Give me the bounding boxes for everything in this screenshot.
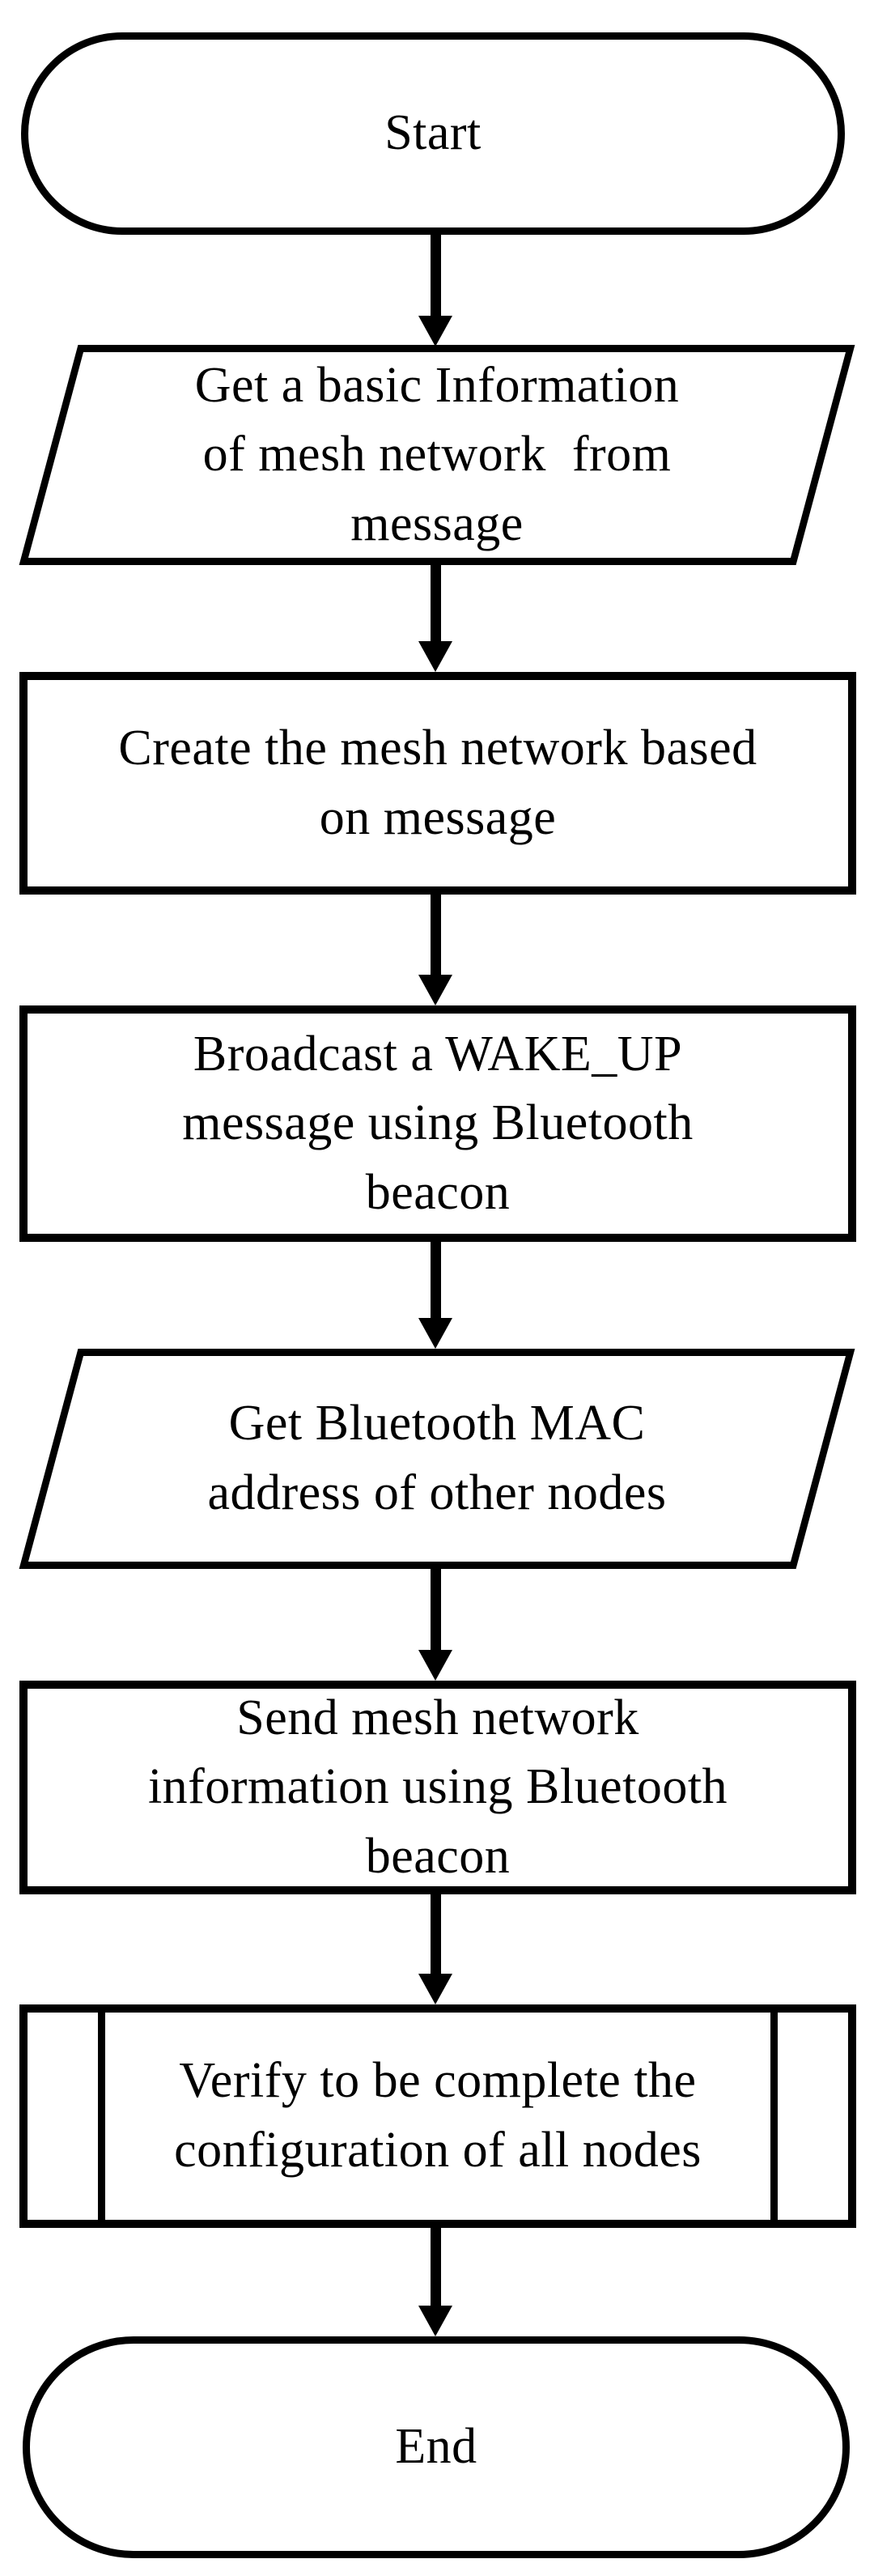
arrow-send-info-to-verify bbox=[418, 1891, 452, 2004]
arrow-shaft bbox=[430, 562, 441, 641]
node-send-mesh-info-process: Send mesh network information using Blue… bbox=[19, 1681, 856, 1894]
node-create-mesh-process: Create the mesh network based on message bbox=[19, 672, 856, 895]
node-get-mac-address-parallelogram: Get Bluetooth MAC address of other nodes bbox=[19, 1349, 855, 1569]
arrow-broadcast-to-get-mac bbox=[418, 1239, 452, 1349]
node-create-mesh-label: Create the mesh network based on message bbox=[118, 720, 757, 845]
arrow-shaft bbox=[430, 1566, 441, 1650]
predefined-process-right-bar bbox=[770, 2013, 778, 2220]
parallelogram-label-wrap: Get a basic Information of mesh network … bbox=[56, 352, 818, 558]
arrowhead-down-icon bbox=[418, 1650, 452, 1681]
arrowhead-down-icon bbox=[418, 1974, 452, 2004]
arrowhead-down-icon bbox=[418, 641, 452, 672]
node-verify-config-label: Verify to be complete the configuration … bbox=[174, 2053, 702, 2178]
parallelogram-label-wrap: Get Bluetooth MAC address of other nodes bbox=[56, 1356, 818, 1562]
node-get-basic-info-parallelogram: Get a basic Information of mesh network … bbox=[19, 345, 855, 565]
node-broadcast-wakeup-process: Broadcast a WAKE_UP message using Blueto… bbox=[19, 1005, 856, 1242]
node-end-label: End bbox=[395, 2419, 477, 2475]
node-end-terminator: End bbox=[23, 2336, 850, 2558]
arrow-shaft bbox=[430, 2225, 441, 2306]
predefined-process-left-bar bbox=[98, 2013, 105, 2220]
node-verify-config-predefined-process: Verify to be complete the configuration … bbox=[19, 2004, 856, 2228]
node-get-basic-info-label: Get a basic Information of mesh network … bbox=[194, 357, 680, 551]
arrow-shaft bbox=[430, 1891, 441, 1974]
arrowhead-down-icon bbox=[418, 1318, 452, 1349]
arrow-verify-to-end bbox=[418, 2225, 452, 2336]
node-get-mac-address-label: Get Bluetooth MAC address of other nodes bbox=[207, 1396, 667, 1520]
node-broadcast-wakeup-label: Broadcast a WAKE_UP message using Blueto… bbox=[182, 1026, 694, 1220]
arrow-get-basic-info-to-create-mesh bbox=[418, 562, 452, 672]
arrow-start-to-get-basic-info bbox=[418, 231, 452, 346]
arrow-create-mesh-to-broadcast bbox=[418, 891, 452, 1005]
arrowhead-down-icon bbox=[418, 975, 452, 1005]
arrow-shaft bbox=[430, 1239, 441, 1318]
arrowhead-down-icon bbox=[418, 316, 452, 346]
node-send-mesh-info-label: Send mesh network information using Blue… bbox=[147, 1690, 728, 1884]
node-start-label: Start bbox=[384, 105, 482, 161]
arrowhead-down-icon bbox=[418, 2306, 452, 2336]
arrow-shaft bbox=[430, 231, 441, 316]
arrow-shaft bbox=[430, 891, 441, 975]
arrow-get-mac-to-send-info bbox=[418, 1566, 452, 1681]
node-start-terminator: Start bbox=[21, 32, 845, 235]
